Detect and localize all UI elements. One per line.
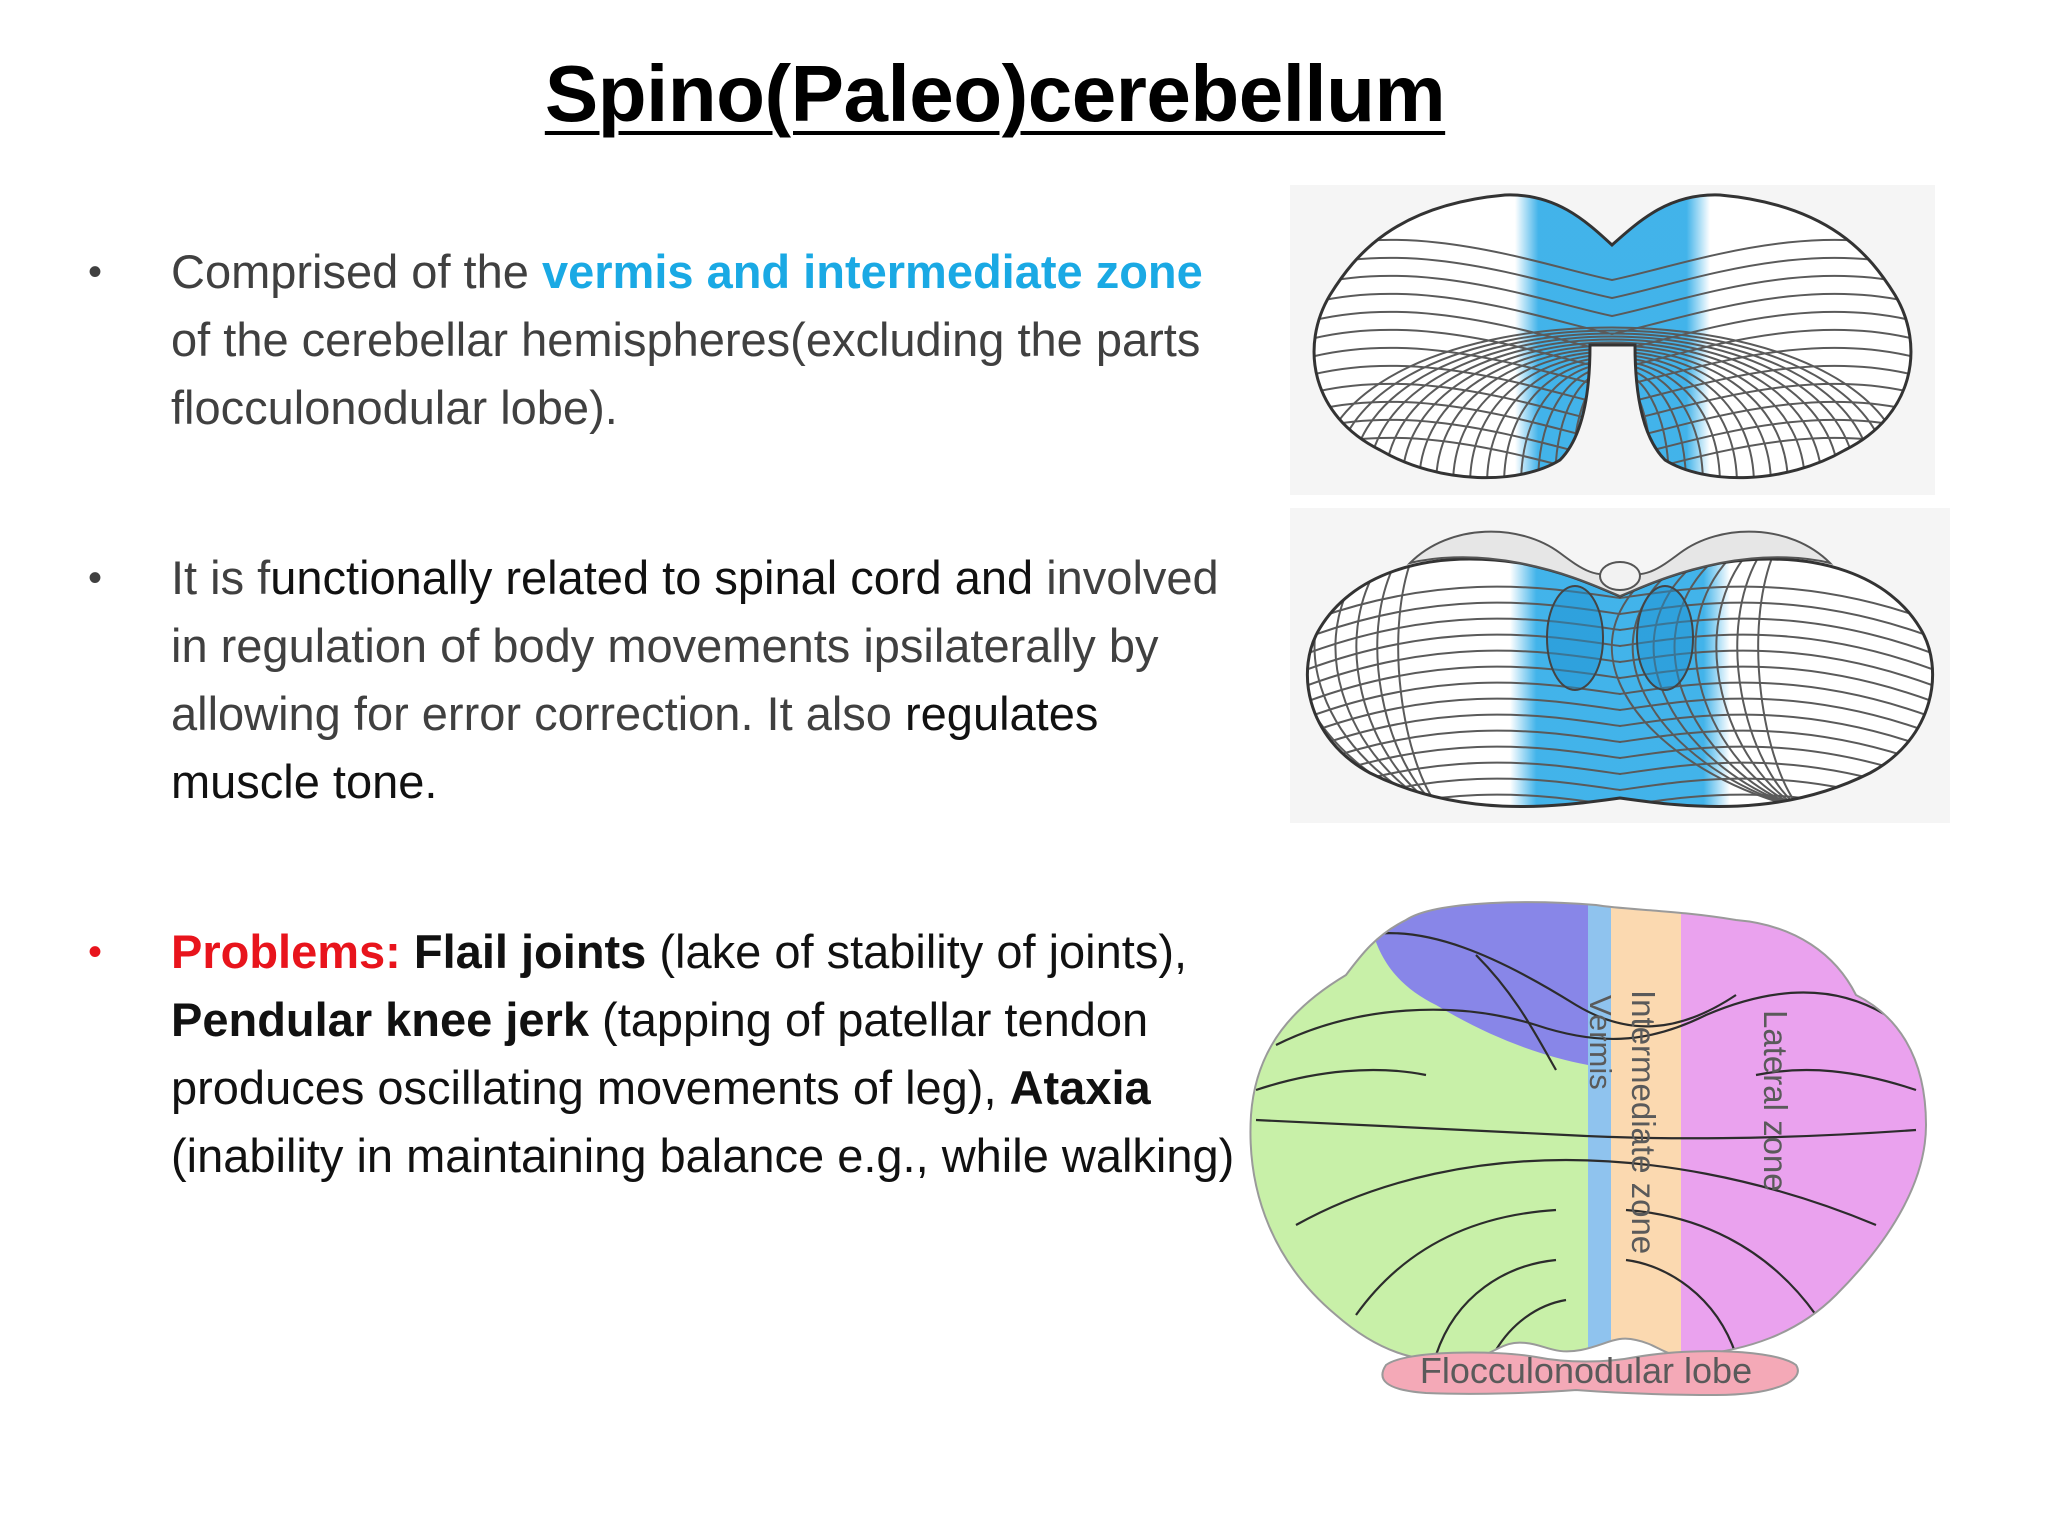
bullet-problems: • Problems: Flail joints (lake of stabil…	[88, 918, 1238, 1190]
term-pendular-knee-jerk: Pendular knee jerk	[171, 993, 589, 1046]
folium-line	[1631, 559, 1801, 807]
folium-line	[1314, 238, 1911, 282]
folium-line	[1757, 559, 1801, 807]
bullet-text: It is f	[171, 551, 271, 604]
folium-line	[1397, 559, 1441, 807]
cerebellum-zones-diagram: Flocculonodular lobe Vermis Intermediate…	[1249, 901, 1928, 1397]
folium-line	[1307, 633, 1933, 677]
flocculonodular-lobe-label: Flocculonodular lobe	[1420, 1350, 1752, 1391]
bullet-list: • Comprised of the vermis and intermedia…	[88, 238, 1238, 1190]
folium-line	[1307, 585, 1933, 629]
folium-line	[1307, 697, 1933, 741]
folium-line	[1715, 559, 1801, 807]
cerebellum-superior-view	[1290, 185, 1935, 495]
bullet-text: (lake of stability of joints),	[646, 925, 1188, 978]
folium-line	[1694, 559, 1801, 807]
folium-line	[1307, 729, 1933, 773]
bullet-text: (tapping of patellar tendon produces osc…	[171, 993, 1149, 1114]
folium-line	[1673, 559, 1801, 807]
term-ataxia: Ataxia	[1009, 1061, 1151, 1114]
folium-line	[1307, 649, 1933, 693]
folium-line	[1307, 713, 1933, 757]
bullet-composition: • Comprised of the vermis and intermedia…	[88, 238, 1238, 442]
slide-title: Spino(Paleo)cerebellum	[544, 49, 1446, 138]
problems-label: Problems:	[171, 925, 401, 978]
term-flail-joints: Flail joints	[413, 925, 647, 978]
vermis-label: Vermis	[1583, 995, 1618, 1090]
folium-line	[1314, 256, 1911, 300]
folium-line	[1316, 326, 1908, 478]
folium-line	[1333, 329, 1891, 478]
bullet-text: (inability in maintaining balance e.g., …	[171, 1129, 1235, 1182]
bullet-text: involved in regulation of body movements…	[171, 551, 1219, 740]
folium-line	[1314, 436, 1911, 478]
folium-line	[1307, 777, 1933, 807]
folium-line	[1736, 559, 1801, 807]
bullet-marker: •	[88, 930, 103, 974]
folium-line	[1314, 292, 1911, 336]
bullet-text: regulates muscle tone.	[171, 687, 1099, 808]
folium-line	[1307, 681, 1933, 725]
folium-line	[1307, 745, 1933, 789]
folium-line	[1307, 761, 1933, 805]
highlight-vermis-intermediate: vermis and intermediate zone	[541, 245, 1203, 298]
bullet-text: of the cerebellar hemispheres(excluding …	[171, 313, 1201, 434]
folium-line	[1401, 341, 1823, 478]
folium-line	[1367, 335, 1857, 478]
folium-line	[1307, 665, 1933, 709]
bullet-text: unctionally related to spinal cord and	[270, 551, 1034, 604]
bullet-marker: •	[88, 250, 103, 294]
bullet-function: • It is functionally related to spinal c…	[88, 544, 1238, 816]
bullet-text: Comprised of the	[171, 245, 542, 298]
folium-line	[1376, 559, 1441, 807]
folium-line	[1314, 274, 1911, 318]
lateral-zone-label: Lateral zone	[1757, 1010, 1794, 1192]
folium-line	[1384, 338, 1840, 478]
intermediate-zone-label: Intermediate zone	[1625, 990, 1662, 1254]
bullet-text	[401, 925, 414, 978]
folium-line	[1652, 559, 1801, 807]
folium-line	[1307, 617, 1933, 661]
bullet-marker: •	[88, 556, 103, 600]
cerebellum-inferior-view	[1290, 508, 1950, 823]
